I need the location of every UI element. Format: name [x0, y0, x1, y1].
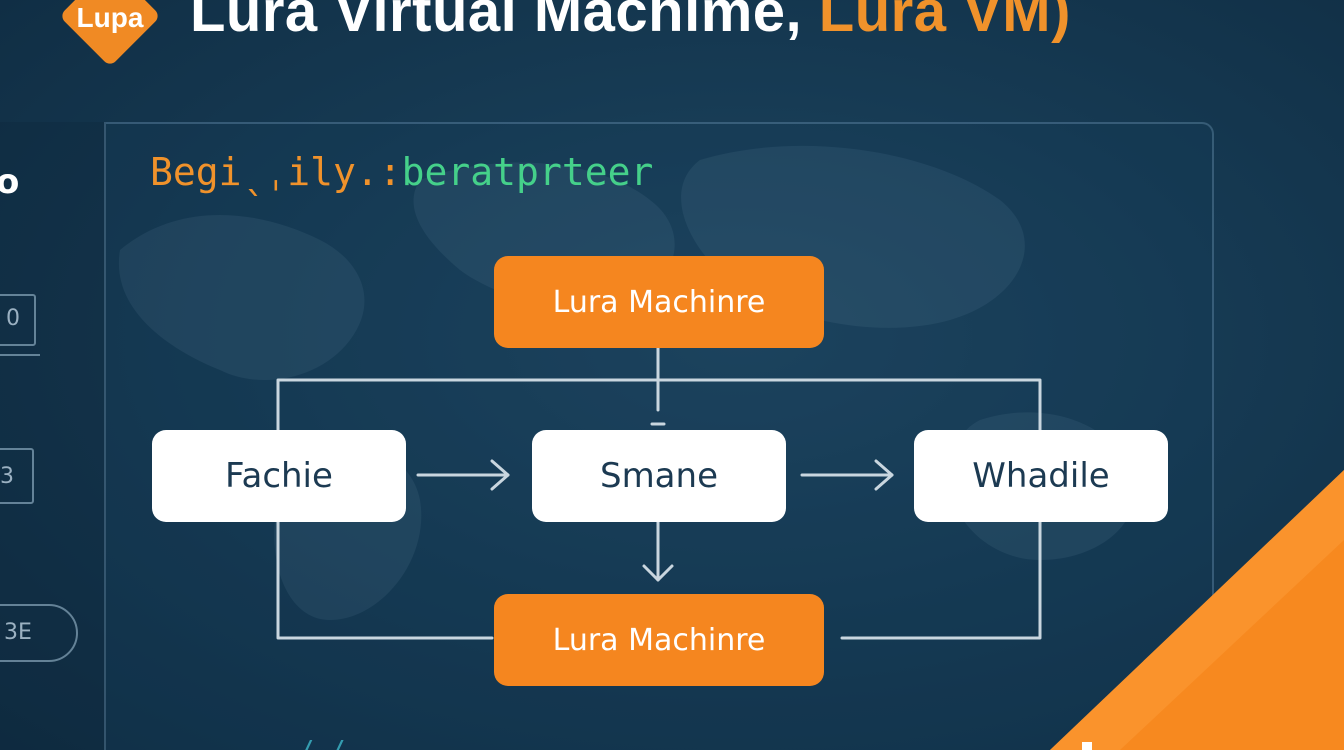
code-rest: beratprteer	[401, 150, 654, 194]
title-main: Lura Virtual Machime,	[190, 0, 819, 44]
bottom-code-snippet: - - /-/ -	[236, 736, 377, 750]
node-bottom-label: Lura Machinre	[552, 622, 766, 658]
node-left[interactable]: Fachie	[152, 430, 406, 522]
sidebar-pill-button[interactable]: 3E	[0, 604, 78, 662]
node-top[interactable]: Lura Machinre	[494, 256, 824, 348]
node-right[interactable]: Whadile	[914, 430, 1168, 522]
arrowhead-center-to-right-icon	[874, 459, 894, 491]
arrowhead-center-to-bottom-icon	[642, 564, 674, 582]
arrowhead-left-to-center-icon	[490, 459, 510, 491]
title-accent: Lura VM)	[818, 0, 1071, 44]
left-sidebar: o 0 3 3E	[0, 122, 106, 750]
node-left-label: Fachie	[225, 456, 333, 496]
node-center[interactable]: Smane	[532, 430, 786, 522]
node-top-label: Lura Machinre	[552, 284, 766, 320]
sidebar-button-1-label: 0	[6, 306, 20, 331]
node-center-label: Smane	[599, 456, 718, 496]
logo-text: Lupa	[76, 2, 144, 33]
node-right-label: Whadile	[972, 456, 1110, 496]
code-prefix: Begiˎˌily.:	[150, 150, 402, 194]
app-logo: Lupa	[52, 0, 168, 72]
node-bottom[interactable]: Lura Machinre	[494, 594, 824, 686]
code-line: Begiˎˌily.:beratprteer	[150, 150, 653, 194]
sidebar-button-1[interactable]: 0	[0, 294, 36, 346]
sidebar-button-2-label: 3	[0, 464, 14, 489]
sidebar-divider	[0, 354, 40, 356]
sidebar-top-text: o	[0, 162, 20, 202]
page-title: Lura Virtual Machime, Lura VM)	[190, 0, 1071, 45]
sidebar-button-2[interactable]: 3	[0, 448, 34, 504]
sidebar-pill-label: 3E	[4, 620, 32, 645]
